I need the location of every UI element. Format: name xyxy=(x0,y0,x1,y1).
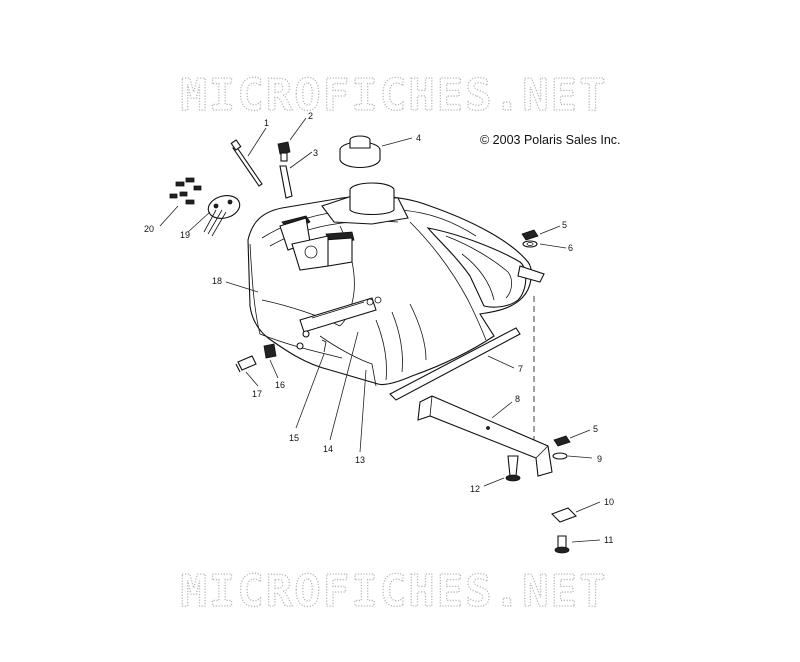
callout-labels: 1 2 3 4 5 6 7 8 5 9 10 11 12 13 14 15 16… xyxy=(144,111,614,545)
nut-bottom xyxy=(553,435,571,447)
copyright-text: © 2003 Polaris Sales Inc. xyxy=(480,133,621,147)
callout-13: 13 xyxy=(355,455,365,465)
fuel-tank xyxy=(247,182,532,387)
callout-12: 12 xyxy=(470,484,480,494)
fuel-cap xyxy=(339,135,381,169)
callout-18: 18 xyxy=(212,276,222,286)
callout-8: 8 xyxy=(515,394,520,404)
callout-2: 2 xyxy=(308,111,313,121)
fitting xyxy=(235,343,277,373)
nut-top xyxy=(521,229,539,248)
callout-7: 7 xyxy=(518,364,523,374)
callout-1: 1 xyxy=(264,118,269,128)
vent-valve xyxy=(277,141,291,162)
callout-3: 3 xyxy=(313,148,318,158)
callout-14: 14 xyxy=(323,444,333,454)
callout-4: 4 xyxy=(416,133,421,143)
bolt-bottom xyxy=(554,535,570,554)
callout-17: 17 xyxy=(252,389,262,399)
fuel-pump-plate xyxy=(203,195,241,237)
callout-15: 15 xyxy=(289,433,299,443)
callout-16: 16 xyxy=(275,380,285,390)
callout-5-top: 5 xyxy=(562,220,567,230)
callout-6: 6 xyxy=(568,243,573,253)
strap xyxy=(389,327,521,401)
leader-lines xyxy=(159,117,601,543)
vent-tube xyxy=(230,139,263,187)
screws xyxy=(169,177,202,205)
washer-bottom xyxy=(552,452,568,460)
callout-5-bottom: 5 xyxy=(593,424,598,434)
mount-bracket xyxy=(417,395,553,477)
watermark-top: MICROFICHES.NET xyxy=(180,70,607,121)
callout-10: 10 xyxy=(604,497,614,507)
watermark-bottom: MICROFICHES.NET xyxy=(180,566,607,617)
callout-9: 9 xyxy=(597,454,602,464)
bolt xyxy=(505,455,521,482)
fuel-hose xyxy=(279,165,293,199)
callout-20: 20 xyxy=(144,224,154,234)
callout-19: 19 xyxy=(180,230,190,240)
grommet xyxy=(551,507,577,523)
callout-11: 11 xyxy=(604,535,613,545)
